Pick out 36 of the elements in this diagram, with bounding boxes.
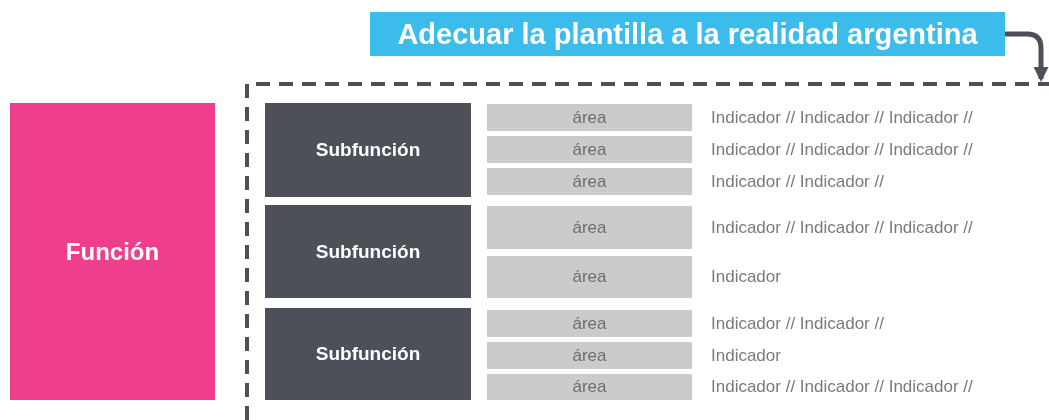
dashed-frame (245, 82, 1049, 420)
function-box (10, 103, 215, 400)
subfunction-label: Subfunción (315, 343, 421, 365)
area-box (487, 310, 692, 337)
area-label: área (572, 107, 607, 128)
subfunction-box (265, 308, 471, 400)
subfunction-label: Subfunción (315, 240, 421, 263)
area-label: área (572, 313, 607, 334)
subfunction-box (265, 103, 471, 197)
area-box (487, 256, 692, 298)
subfunction-label: Subfunción (315, 139, 421, 161)
area-label: área (572, 217, 607, 238)
area-label: área (572, 377, 607, 397)
area-box (487, 104, 692, 131)
indicator-text: Indicador (711, 344, 781, 367)
area-label: área (572, 171, 607, 192)
curved-arrow (1005, 31, 1049, 82)
indicator-text: Indicador // Indicador // (711, 312, 884, 335)
area-label: área (572, 267, 607, 287)
title-banner (370, 12, 1005, 56)
subfunction-box (265, 205, 471, 298)
indicator-text: Indicador // Indicador // (711, 170, 884, 193)
indicator-text: Indicador // Indicador // Indicador // (711, 376, 973, 398)
title-text: Adecuar la plantilla a la realidad argentina (397, 17, 978, 51)
area-box (487, 206, 692, 249)
indicator-text: Indicador // Indicador // Indicador // (711, 138, 973, 161)
area-box (487, 342, 692, 369)
indicator-text: Indicador (711, 266, 781, 288)
area-box (487, 374, 692, 400)
area-label: área (572, 345, 607, 366)
area-label: área (572, 139, 607, 160)
indicator-text: Indicador // Indicador // Indicador // (711, 216, 973, 239)
indicator-text: Indicador // Indicador // Indicador // (711, 106, 973, 129)
area-box (487, 168, 692, 195)
function-label: Función (65, 237, 160, 266)
area-box (487, 136, 692, 163)
